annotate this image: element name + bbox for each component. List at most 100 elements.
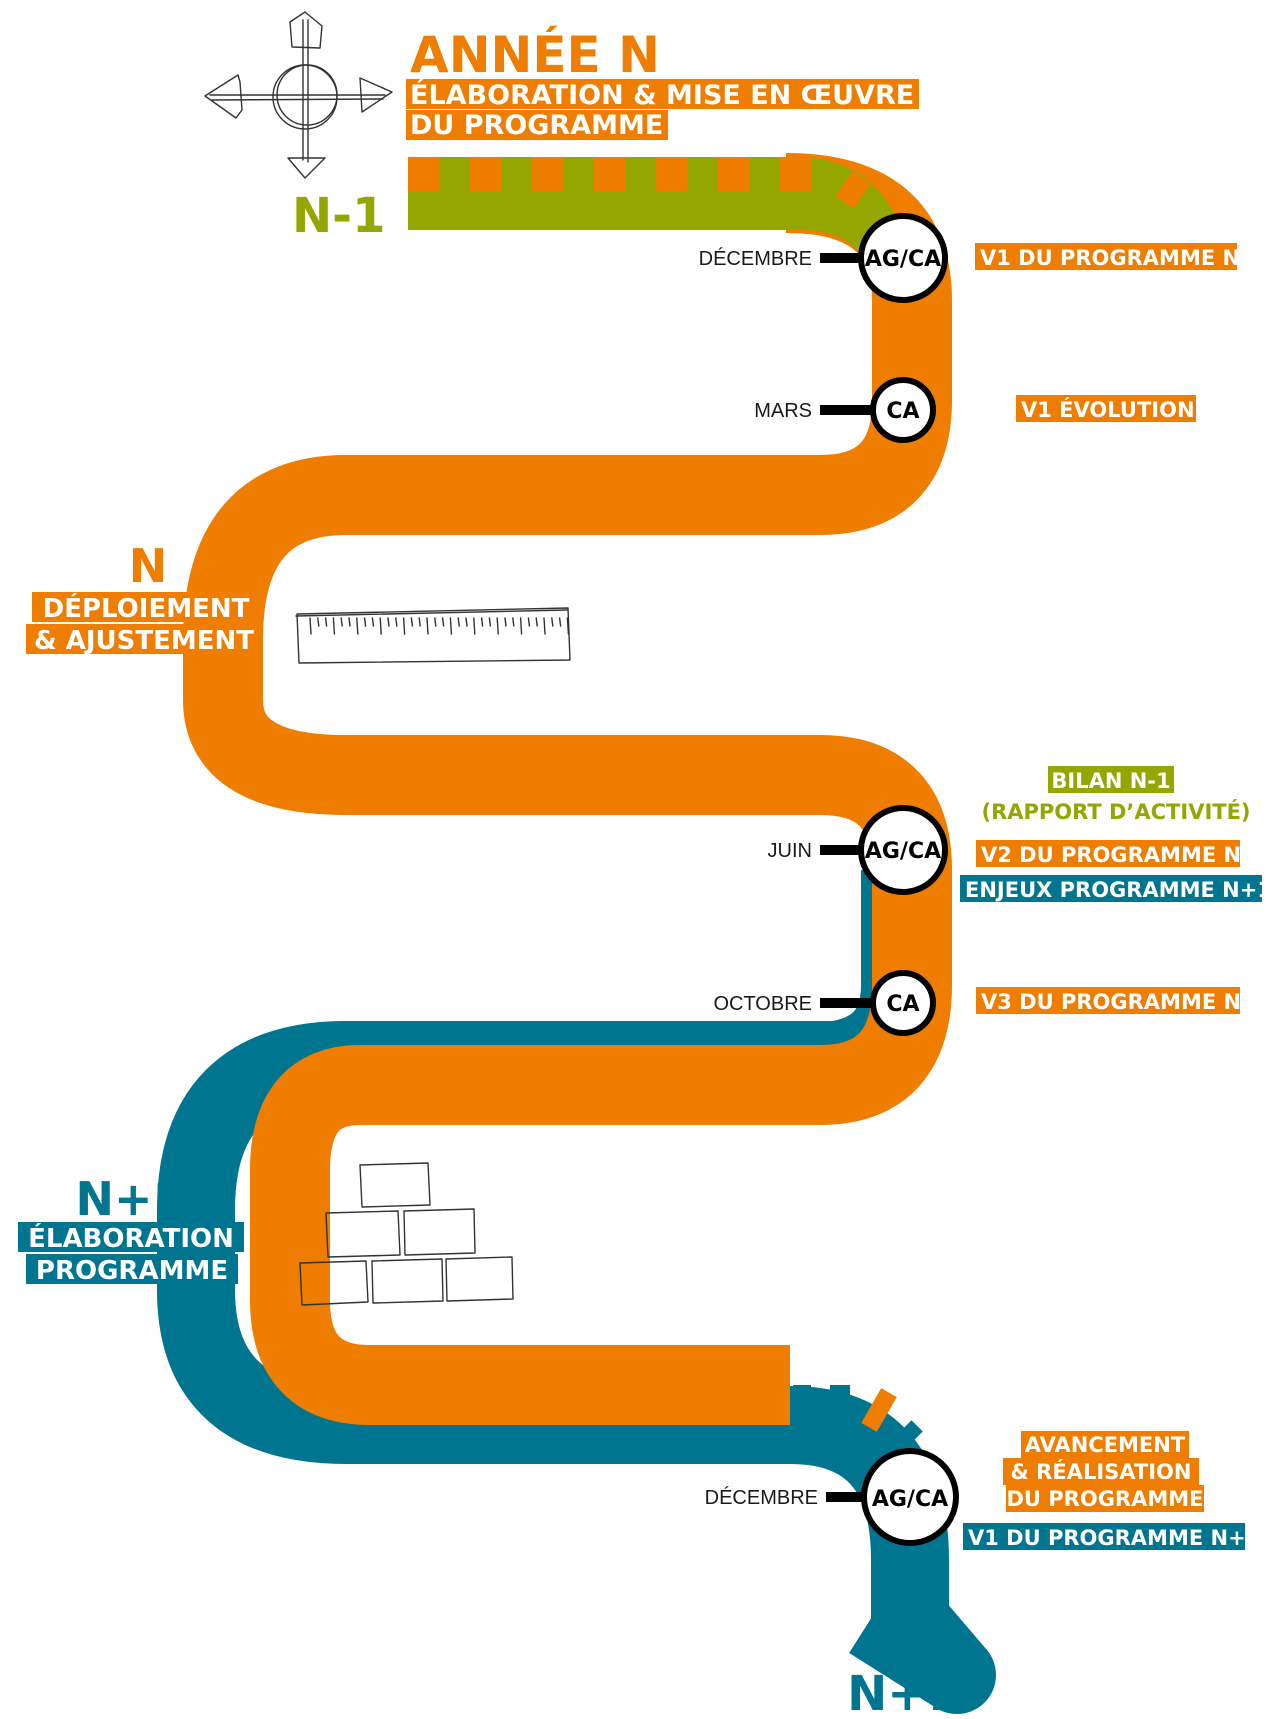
milestone-month: MARS <box>754 400 812 422</box>
ruler-tick <box>363 617 367 627</box>
title-main: ANNÉE N <box>410 25 660 84</box>
ruler-tick <box>551 617 554 627</box>
annotation-juin-v2: V2 DU PROGRAMME N <box>976 840 1241 867</box>
ruler-tick <box>465 617 468 627</box>
svg-text:V2 DU PROGRAMME N: V2 DU PROGRAMME N <box>981 843 1241 867</box>
svg-text:ENJEUX PROGRAMME N+1: ENJEUX PROGRAMME N+1 <box>965 878 1272 902</box>
svg-text:V3 DU PROGRAMME N: V3 DU PROGRAMME N <box>981 990 1241 1014</box>
phase-n-main: N <box>129 539 168 593</box>
annotation-text: DU PROGRAMME N <box>1011 246 1240 270</box>
band-block <box>656 157 688 192</box>
milestone-node <box>861 1448 959 1546</box>
annotation-decembre-1: V1 DU PROGRAMME N <box>975 243 1240 270</box>
milestone-connector <box>826 1492 864 1502</box>
ruler-tick <box>535 617 538 627</box>
ruler-tick <box>379 617 382 635</box>
annotation-bilan-line1: BILAN N-1 <box>1051 769 1170 793</box>
ruler-icon <box>295 607 571 664</box>
milestone-node-label: AG/CA <box>872 1487 948 1512</box>
n-plus-1-transition <box>793 1385 923 1460</box>
annotation-text: ÉVOLUTION <box>1052 397 1195 422</box>
title-line2-bg <box>406 110 668 140</box>
milestone-node-label: CA <box>886 399 919 424</box>
milestone-node <box>858 805 948 895</box>
ruler-tick <box>527 617 531 627</box>
milestone-month: DÉCEMBRE <box>699 247 812 270</box>
band-block <box>594 157 626 192</box>
phase-n-plus-1-main: N+1 <box>75 1172 184 1226</box>
ruler-tick <box>566 617 570 635</box>
bricks-icon <box>299 1162 514 1306</box>
ruler-tick <box>395 617 398 627</box>
title-line1: ÉLABORATION & MISE EN ŒUVRE <box>410 79 914 111</box>
band-block <box>532 157 564 192</box>
annotation-bilan-line2: (RAPPORT D’ACTIVITÉ) <box>981 799 1250 824</box>
ruler-tick <box>480 617 484 627</box>
milestone-month: DÉCEMBRE <box>705 1486 818 1509</box>
annotation-bold: V1 <box>968 1526 999 1550</box>
annotation-text: DU PROGRAMME N+1 <box>999 1526 1260 1550</box>
ruler-tick <box>324 617 328 627</box>
n-minus-1-band <box>408 157 905 255</box>
milestone: CA MARS <box>754 377 936 443</box>
milestone: AG/CA DÉCEMBRE <box>705 1448 959 1546</box>
milestone: AG/CA JUIN <box>768 805 948 895</box>
ruler-tick <box>473 617 476 635</box>
annotation-bold: V1 <box>1021 398 1052 422</box>
ruler-tick <box>348 617 351 627</box>
ruler-tick <box>426 617 429 635</box>
ruler-tick <box>340 617 343 627</box>
ruler-tick <box>387 617 390 627</box>
annotation-bold: V3 <box>981 990 1012 1014</box>
band-block <box>470 157 502 192</box>
svg-text:V1 DU PROGRAMME N: V1 DU PROGRAMME N <box>980 246 1240 270</box>
ruler-tick <box>418 617 421 627</box>
annotation-avancement-line3: DU PROGRAMME <box>1006 1487 1203 1511</box>
milestone-connector <box>820 405 873 415</box>
milestone: AG/CA DÉCEMBRE <box>699 213 948 303</box>
phase-n-minus-1: N-1 <box>292 188 386 244</box>
annotation-bold: V2 <box>981 843 1012 867</box>
milestone-month: JUIN <box>768 840 812 862</box>
annotation-decembre-2-b: V1 DU PROGRAMME N+1 <box>963 1523 1260 1550</box>
page-title: ANNÉE N ÉLABORATION & MISE EN ŒUVRE DU P… <box>406 25 919 141</box>
annotation-avancement-line2: & RÉALISATION <box>1011 1459 1192 1484</box>
ruler-tick <box>512 617 515 627</box>
annotation-juin-bilan: BILAN N-1 (RAPPORT D’ACTIVITÉ) <box>981 766 1251 824</box>
ruler-tick <box>371 617 375 627</box>
ruler-tick <box>317 617 320 627</box>
ruler-tick <box>309 617 312 635</box>
milestone-connector <box>820 845 860 855</box>
milestone-month: OCTOBRE <box>713 993 812 1015</box>
annotation-octobre: V3 DU PROGRAMME N <box>976 987 1241 1014</box>
milestone-node-label: CA <box>886 992 919 1017</box>
milestone-connector <box>820 998 873 1008</box>
ruler-tick <box>504 617 507 627</box>
band-block <box>780 157 812 192</box>
milestone-node <box>870 377 936 443</box>
phase-n-plus-1-line1: ÉLABORATION <box>28 1222 234 1254</box>
svg-text:V1 ÉVOLUTION: V1 ÉVOLUTION <box>1021 397 1195 422</box>
ruler-tick <box>410 617 414 627</box>
phase-n-line2: & AJUSTEMENT <box>34 626 254 656</box>
ruler-tick <box>496 617 499 635</box>
milestone-node <box>870 970 936 1036</box>
milestone-node-label: AG/CA <box>865 839 941 864</box>
ruler-tick <box>332 617 336 635</box>
ruler-tick <box>402 617 406 635</box>
annotation-text: DU PROGRAMME N <box>1012 990 1241 1014</box>
ruler-tick <box>449 617 453 635</box>
milestone-node-label: AG/CA <box>865 247 941 272</box>
annotation-juin-enjeux: ENJEUX PROGRAMME N+1 <box>960 875 1272 902</box>
annotation-avancement-line1: AVANCEMENT <box>1025 1433 1186 1457</box>
phase-n-label: N DÉPLOIEMENT & AJUSTEMENT <box>26 539 262 656</box>
milestone-connector <box>820 253 860 263</box>
annotation-text: DU PROGRAMME N <box>1012 843 1241 867</box>
ruler-tick <box>519 617 523 635</box>
milestone: CA OCTOBRE <box>713 970 936 1036</box>
ruler-tick <box>441 617 445 627</box>
phase-n-line1: DÉPLOIEMENT <box>43 592 250 624</box>
compass-arrows-icon <box>204 11 393 179</box>
annotation-decembre-2-a: AVANCEMENT & RÉALISATION DU PROGRAMME <box>1003 1431 1204 1512</box>
